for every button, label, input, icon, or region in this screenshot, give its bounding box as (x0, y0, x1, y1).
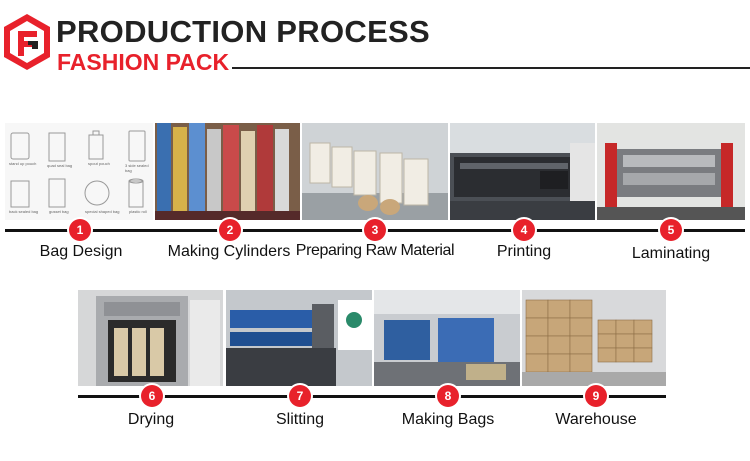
step-8-label: Making Bags (401, 411, 495, 428)
header-divider (232, 67, 750, 69)
step-3-badge: 3 (364, 219, 386, 241)
laminating-photo (597, 123, 745, 220)
step-3-label: Preparing Raw Material (295, 242, 455, 259)
slitting-photo (226, 290, 372, 386)
step-6-label: Drying (127, 411, 175, 428)
raw-material-photo (302, 123, 448, 220)
warehouse-photo (522, 290, 666, 386)
making-bags-photo (374, 290, 520, 386)
bag-caption-7: special shaped bag (85, 209, 120, 214)
page-title: PRODUCTION PROCESS (56, 14, 430, 49)
fashion-pack-logo (4, 14, 50, 70)
step-2-label: Making Cylinders (167, 243, 291, 260)
step-5-badge: 5 (660, 219, 682, 241)
step-7-label: Slitting (275, 411, 325, 428)
bag-caption-8: plastic roll (129, 209, 147, 214)
step-9-label: Warehouse (555, 411, 637, 428)
step-5-label: Laminating (631, 245, 711, 262)
row-2-timeline (78, 395, 666, 398)
bag-caption-3: spout pouch (88, 161, 110, 166)
step-6-badge: 6 (141, 385, 163, 407)
step-1-label: Bag Design (39, 243, 123, 260)
bag-caption-6: gusset bag (49, 209, 69, 214)
page-subtitle: FASHION PACK (57, 49, 230, 75)
step-4-label: Printing (496, 243, 552, 260)
bag-design-photo: stand up pouch quad seal bag spout pouch… (5, 123, 153, 220)
step-2-badge: 2 (219, 219, 241, 241)
cylinders-photo (155, 123, 300, 220)
step-8-badge: 8 (437, 385, 459, 407)
bag-caption-4: 3 side sealed bag (125, 163, 149, 173)
step-4-badge: 4 (513, 219, 535, 241)
bag-caption-2: quad seal bag (47, 163, 73, 168)
printing-photo (450, 123, 595, 220)
step-1-badge: 1 (69, 219, 91, 241)
bag-caption-1: stand up pouch (9, 161, 37, 166)
drying-photo (78, 290, 223, 386)
step-7-badge: 7 (289, 385, 311, 407)
step-9-badge: 9 (585, 385, 607, 407)
bag-caption-5: back sealed bag (9, 209, 39, 214)
